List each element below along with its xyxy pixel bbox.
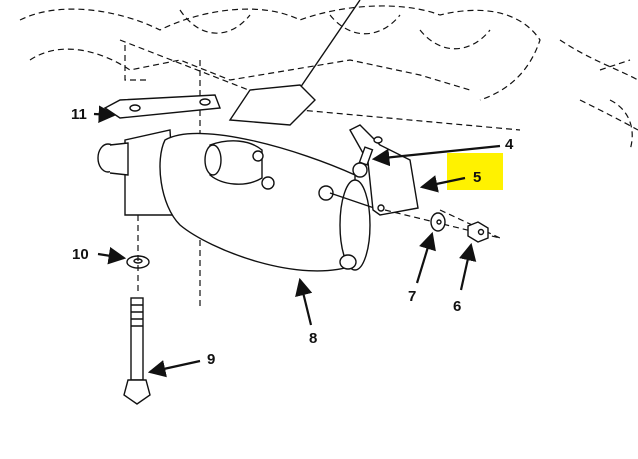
callout-8: 8 — [309, 330, 317, 347]
callout-7: 7 — [408, 288, 416, 305]
washer-7 — [384, 209, 501, 239]
bolt-9 — [123, 215, 151, 405]
callout-5: 5 — [473, 169, 481, 186]
starter-motor — [97, 129, 381, 272]
callout-9: 9 — [207, 351, 215, 368]
callout-11: 11 — [71, 106, 87, 123]
callout-5-highlight — [447, 153, 503, 190]
upper-bracket — [103, 84, 316, 126]
callout-arrows — [93, 105, 501, 378]
bolt-4 — [352, 146, 374, 178]
callout-10: 10 — [72, 246, 89, 263]
nut-6 — [467, 221, 489, 243]
callout-4: 4 — [505, 136, 514, 153]
callout-6: 6 — [453, 298, 461, 315]
